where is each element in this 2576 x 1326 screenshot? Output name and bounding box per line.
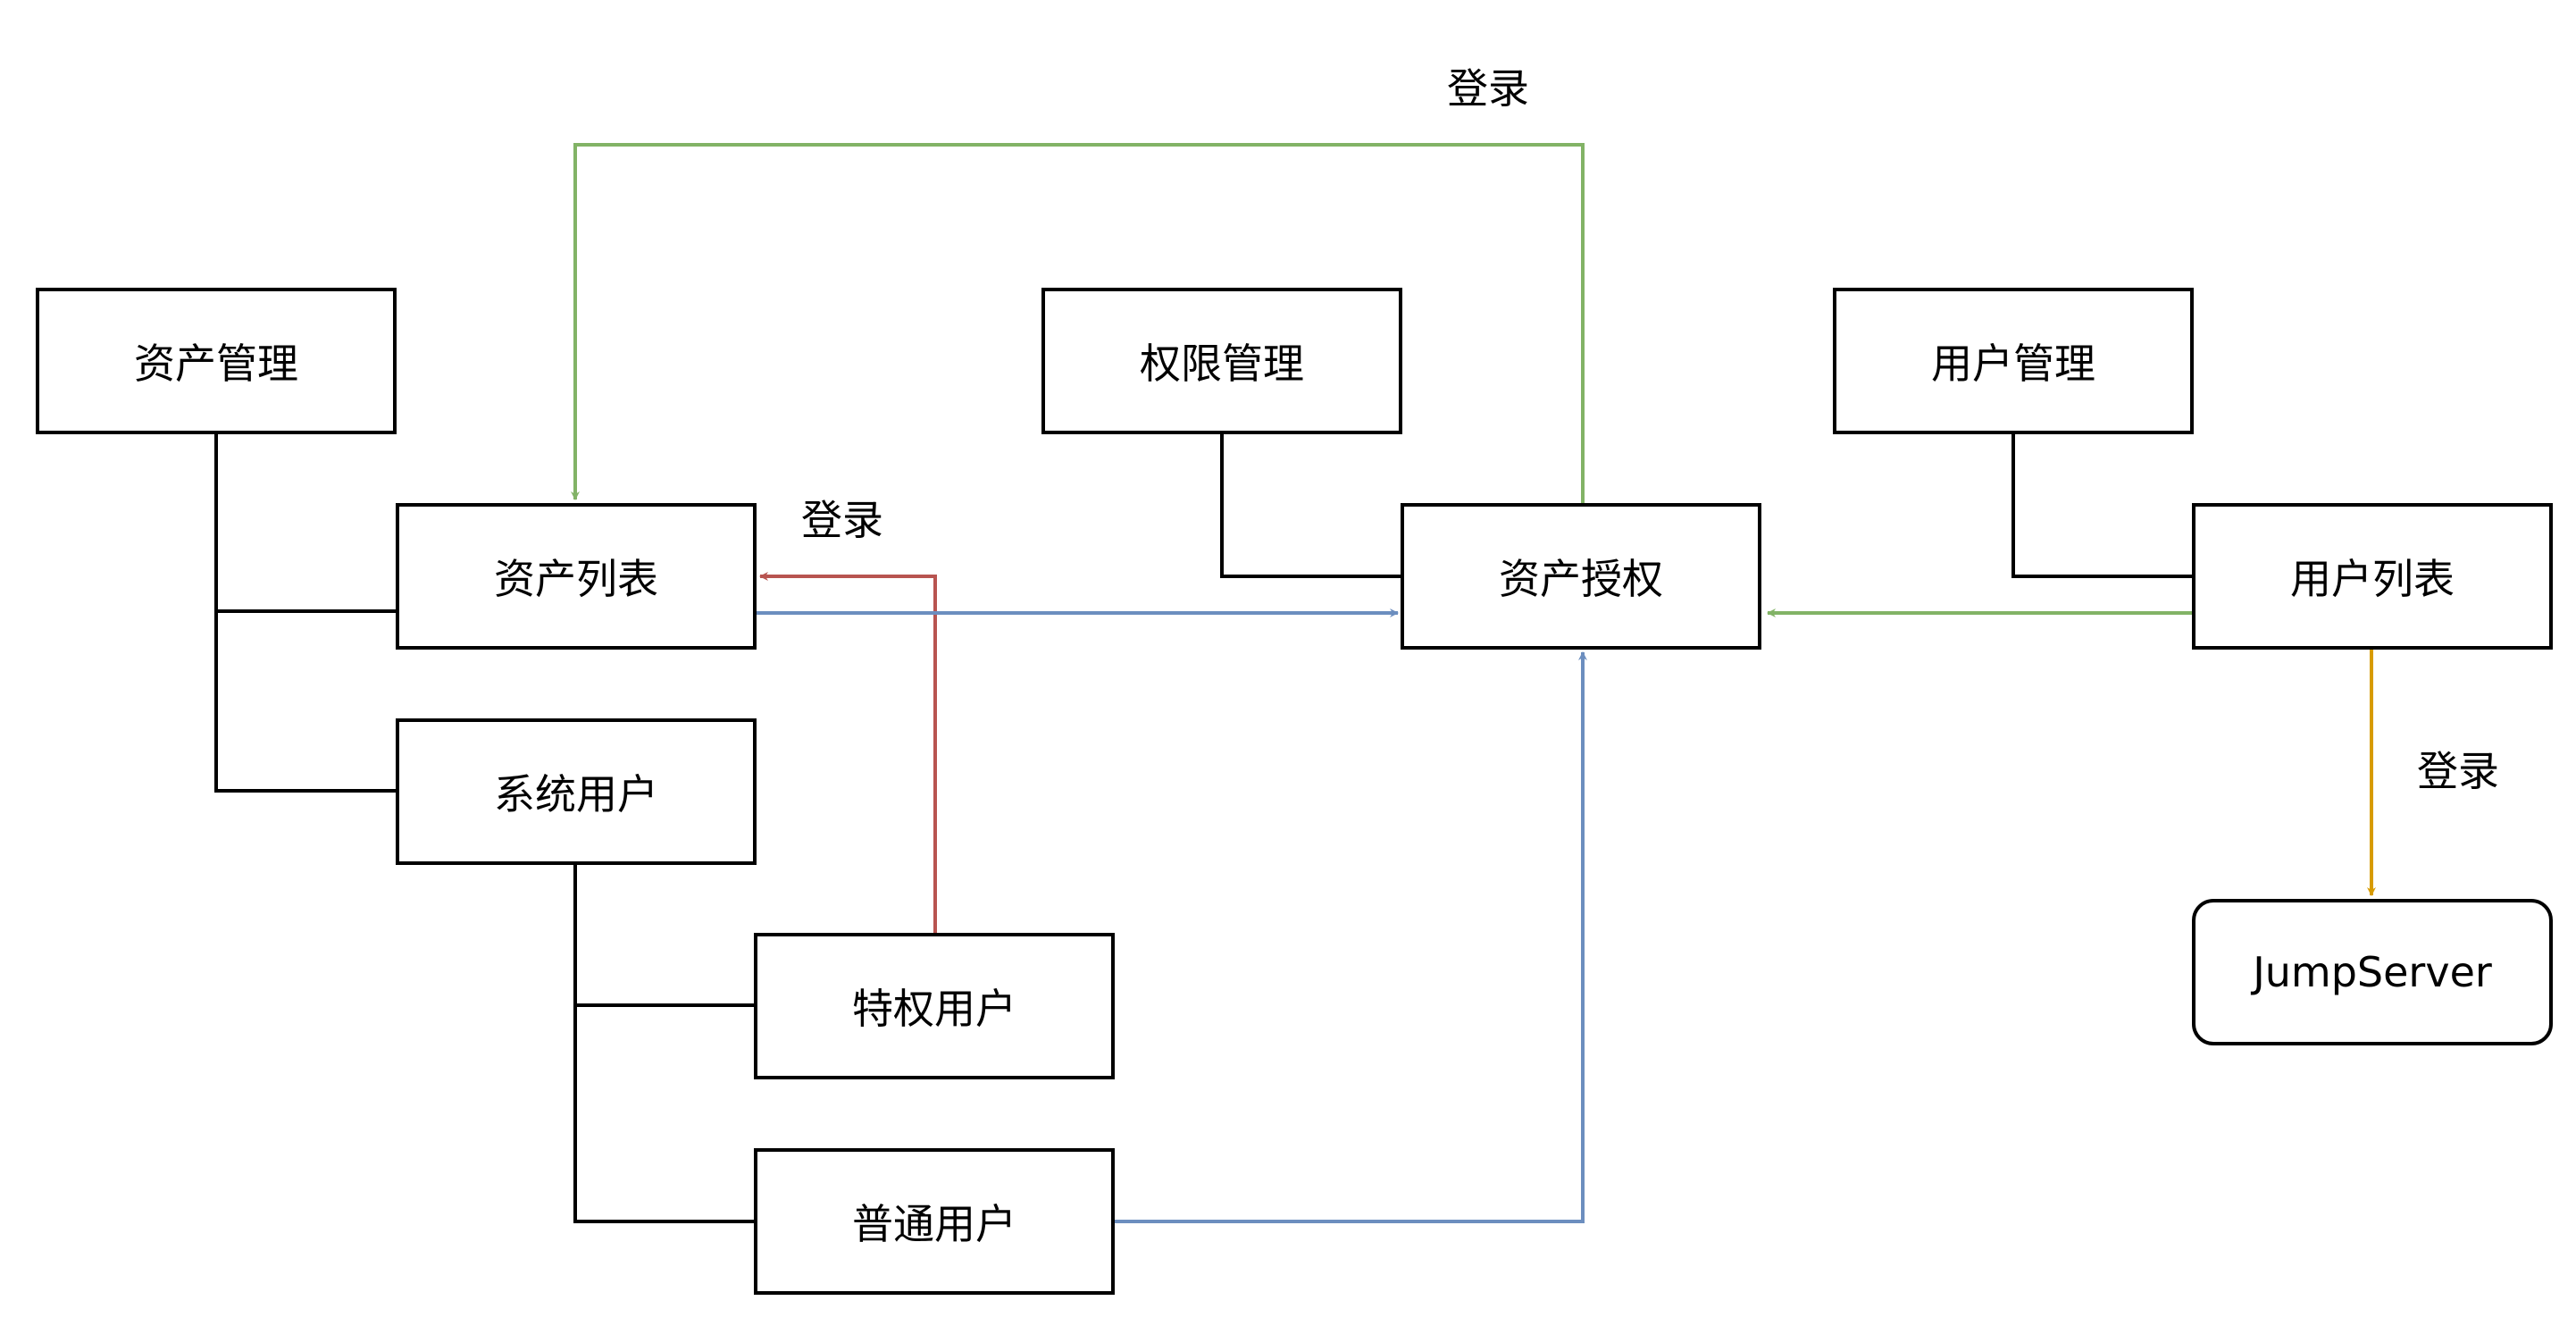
connector-perm-mgmt-to-asset-auth (1220, 432, 1402, 578)
connector-user-mgmt-to-user-list (2011, 432, 2194, 578)
arrow-normal-user-to-asset-auth-blue (1115, 651, 1587, 1223)
node-asset-management: 资产管理 (36, 288, 397, 434)
node-normal-user: 普通用户 (754, 1148, 1115, 1295)
edge-label-privileged-login: 登录 (801, 496, 883, 544)
node-jumpserver: JumpServer (2192, 899, 2553, 1045)
node-permission-management: 权限管理 (1041, 288, 1402, 434)
connector-system-user-to-privileged-user (573, 864, 756, 1007)
edge-label-top-login: 登录 (1447, 64, 1529, 113)
arrow-privileged-user-to-asset-list-red (759, 572, 937, 935)
node-asset-list: 资产列表 (396, 503, 757, 650)
edge-label-jumpserver-login: 登录 (2417, 747, 2499, 795)
arrow-asset-auth-to-asset-list-green (571, 143, 1585, 504)
connector-asset-mgmt-to-asset-list (214, 432, 397, 613)
node-user-management: 用户管理 (1833, 288, 2194, 434)
node-asset-authorization: 资产授权 (1401, 503, 1761, 650)
node-system-user: 系统用户 (396, 718, 757, 865)
connector-system-user-to-normal-user (573, 1005, 756, 1223)
connector-asset-mgmt-to-system-user (214, 611, 397, 793)
node-user-list: 用户列表 (2192, 503, 2553, 650)
node-privileged-user: 特权用户 (754, 933, 1115, 1079)
